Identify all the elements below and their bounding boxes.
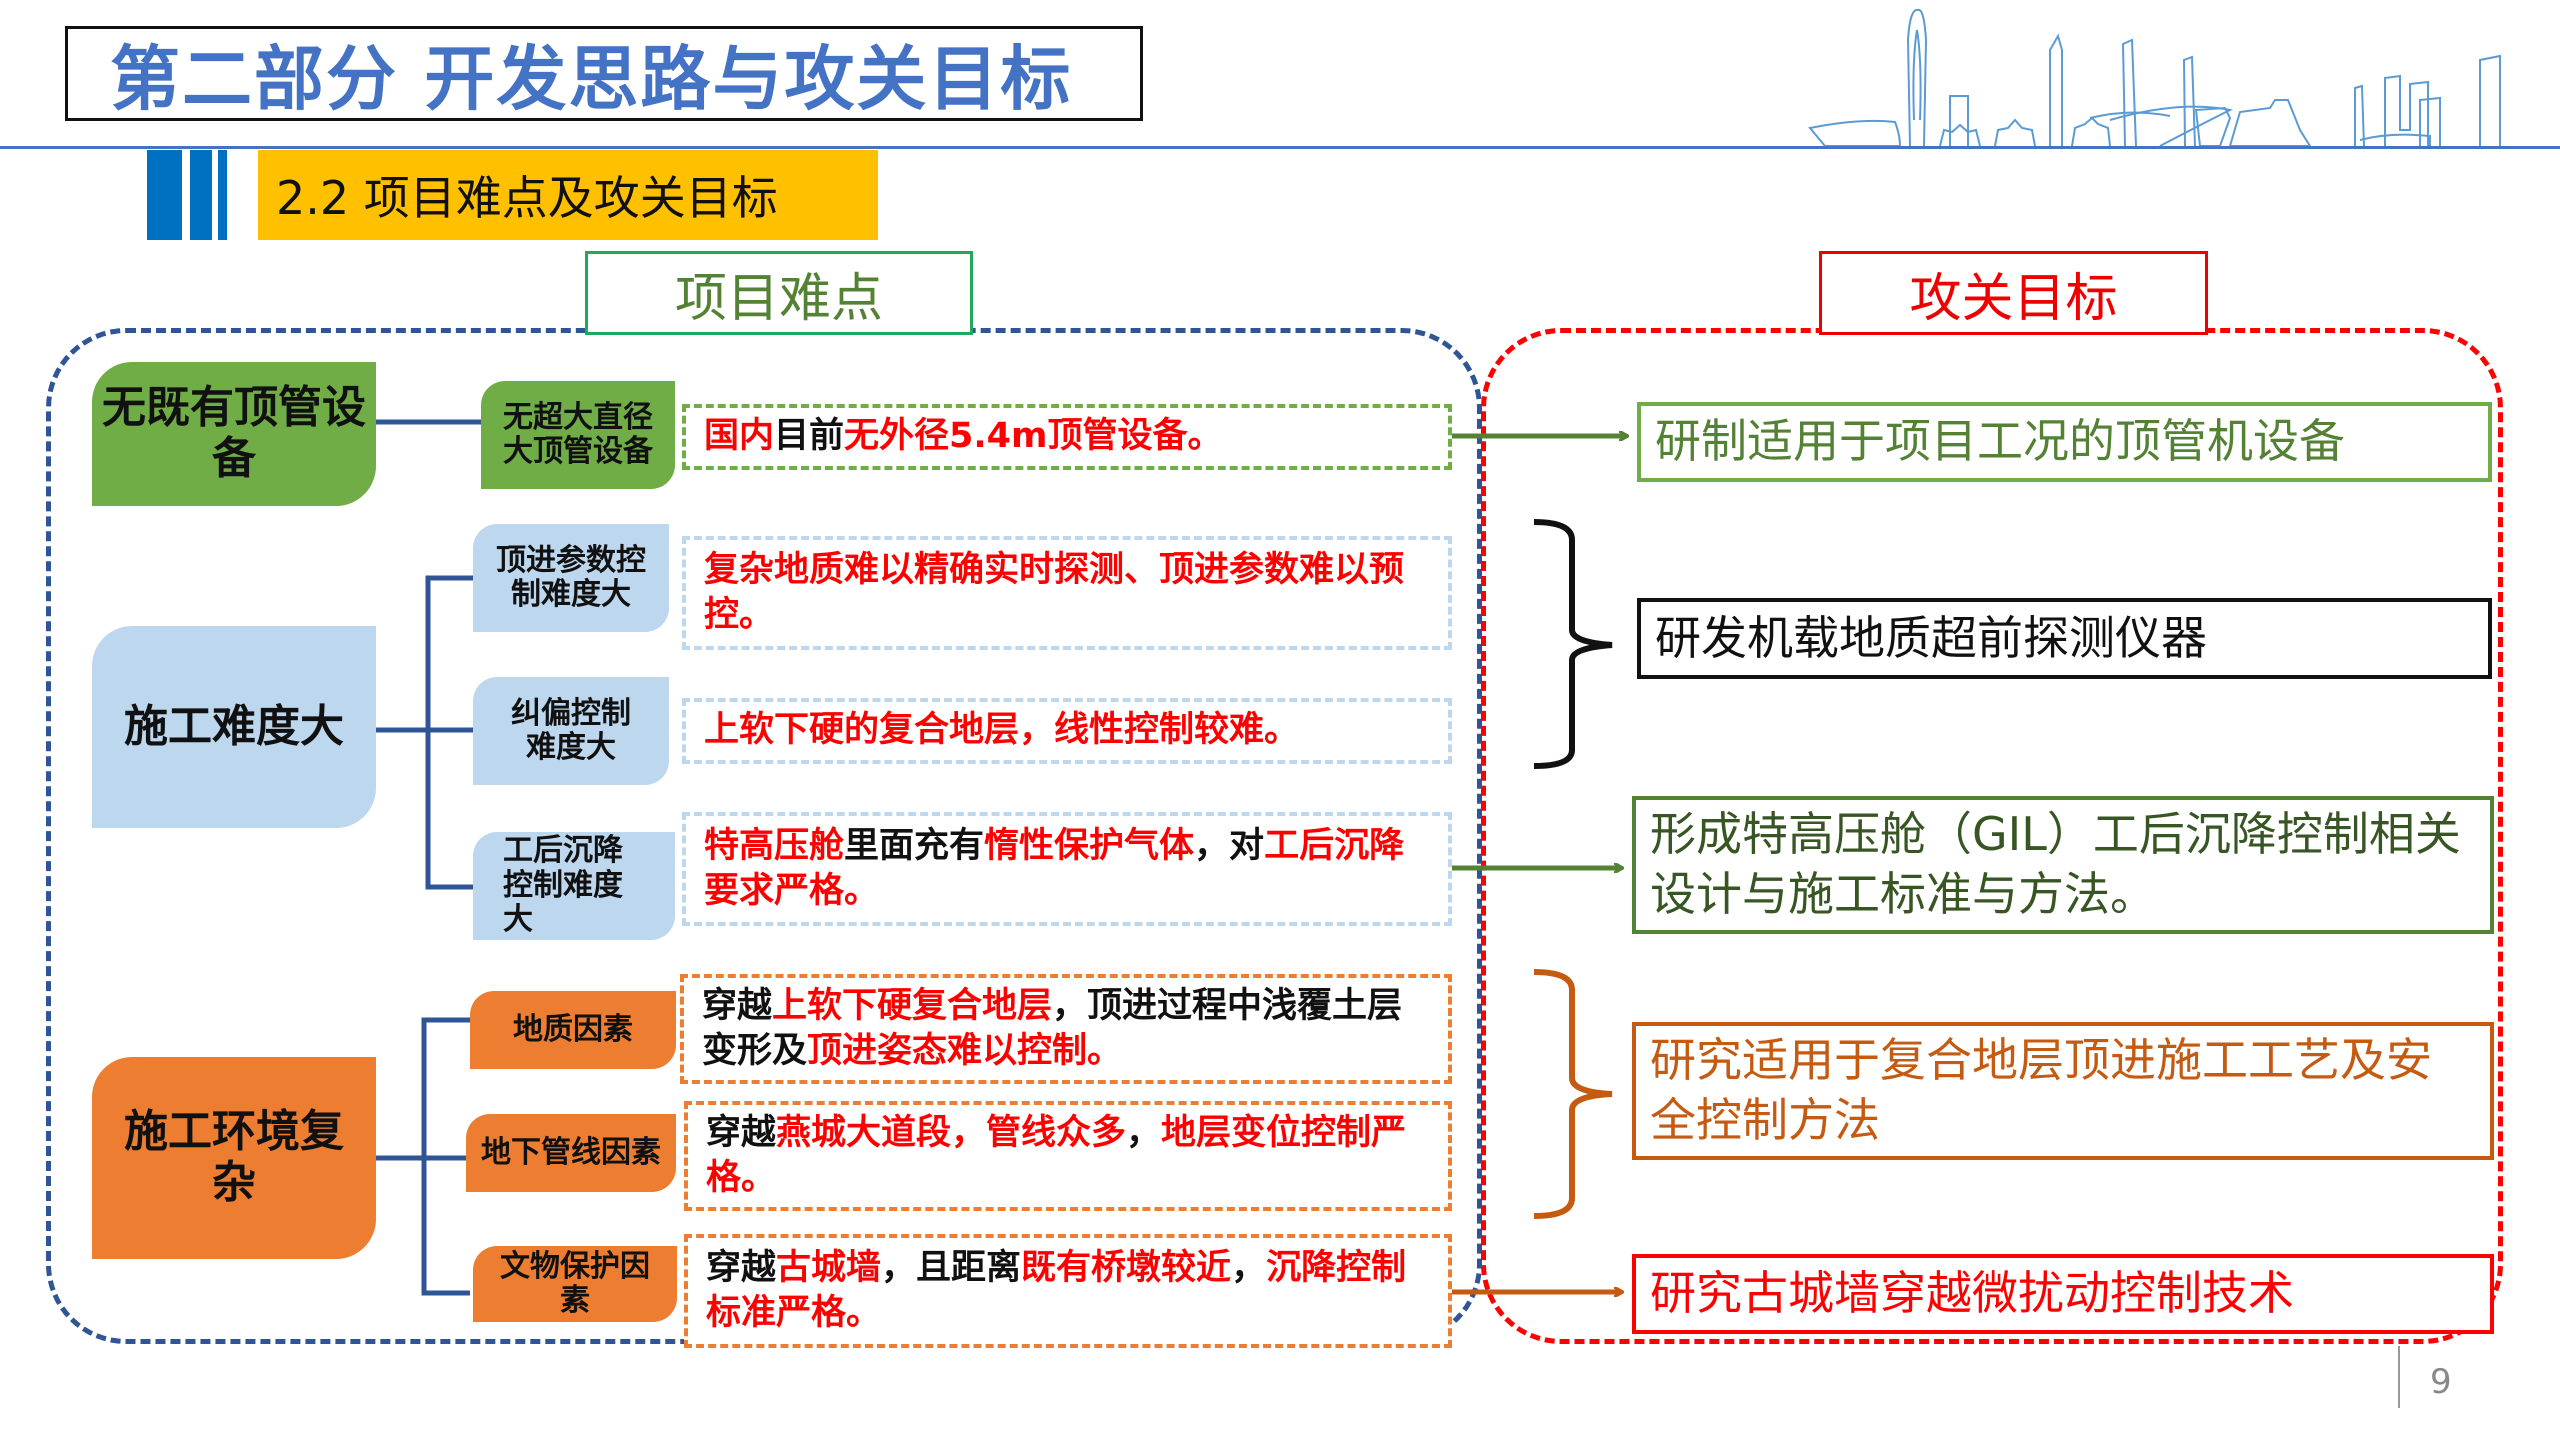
difficulty-category-construction: 施工难度大 bbox=[92, 626, 376, 828]
difficulty-description: 国内目前无外径5.4m顶管设备。 bbox=[682, 404, 1452, 470]
desc-segment: ， bbox=[1231, 1247, 1267, 1288]
goal-item: 形成特高压舱（GIL）工后沉降控制相关设计与施工标准与方法。 bbox=[1632, 796, 2494, 934]
desc-segment: 特高压舱 bbox=[704, 825, 845, 866]
desc-segment: ，且距离 bbox=[881, 1247, 1022, 1288]
desc-segment: 国内 bbox=[704, 416, 775, 457]
item-label: 地下管线因素 bbox=[481, 1134, 661, 1170]
item-label: 地质因素 bbox=[513, 1011, 633, 1047]
difficulty-item: 顶进参数控制难度大 bbox=[473, 524, 669, 632]
goal-text: 研发机载地质超前探测仪器 bbox=[1655, 610, 2207, 665]
difficulty-description: 复杂地质难以精确实时探测、顶进参数难以预控。 bbox=[682, 536, 1452, 650]
desc-segment: 穿越 bbox=[702, 985, 773, 1026]
accent-bar bbox=[147, 150, 182, 240]
goals-label: 攻关目标 bbox=[1819, 251, 2208, 335]
difficulty-description: 穿越上软下硬复合地层，顶进过程中浅覆土层变形及顶进姿态难以控制。 bbox=[680, 974, 1452, 1084]
difficulty-item: 无超大直径大顶管设备 bbox=[481, 381, 675, 489]
desc-segment: 复杂地质难以精确实时探测、顶进参数难以预控。 bbox=[704, 549, 1405, 636]
goal-text: 形成特高压舱（GIL）工后沉降控制相关设计与施工标准与方法。 bbox=[1650, 807, 2461, 921]
goal-text: 研制适用于项目工况的顶管机设备 bbox=[1655, 414, 2345, 469]
accent-bar bbox=[190, 150, 212, 240]
brace-black bbox=[1533, 519, 1613, 769]
desc-segment: ，顶进过程中浅覆土层变形及 bbox=[702, 985, 1403, 1072]
difficulty-description: 特高压舱里面充有惰性保护气体，对工后沉降要求严格。 bbox=[682, 812, 1452, 926]
difficulty-description: 穿越古城墙，且距离既有桥墩较近，沉降控制标准严格。 bbox=[684, 1234, 1452, 1348]
desc-segment: ， bbox=[1126, 1112, 1162, 1153]
difficulty-description: 上软下硬的复合地层，线性控制较难。 bbox=[682, 698, 1452, 764]
header-divider-line bbox=[0, 146, 2560, 149]
city-skyline-illustration bbox=[1808, 8, 2501, 147]
difficulty-description: 穿越燕城大道段，管线众多，地层变位控制严格。 bbox=[684, 1101, 1452, 1211]
goal-item: 研究古城墙穿越微扰动控制技术 bbox=[1632, 1254, 2494, 1334]
difficulty-item: 地质因素 bbox=[470, 991, 676, 1069]
accent-bar bbox=[218, 150, 227, 240]
item-label: 文物保护因素 bbox=[500, 1248, 650, 1318]
brace-orange bbox=[1533, 969, 1613, 1219]
item-label: 纠偏控制难度大 bbox=[511, 695, 631, 765]
desc-segment: 地层变位控制严格。 bbox=[706, 1112, 1407, 1199]
category-label: 施工环境复杂 bbox=[124, 1106, 344, 1208]
desc-segment: 目前 bbox=[774, 416, 845, 457]
desc-segment: 无外径5.4m顶管设备。 bbox=[844, 416, 1223, 457]
difficulty-item: 文物保护因素 bbox=[473, 1246, 677, 1322]
difficulty-category-environment: 施工环境复杂 bbox=[92, 1057, 376, 1259]
difficulty-item: 地下管线因素 bbox=[466, 1114, 676, 1192]
desc-segment: 古城墙 bbox=[776, 1247, 882, 1288]
desc-segment: 穿越 bbox=[706, 1112, 777, 1153]
section-subtitle: 2.2 项目难点及攻关目标 bbox=[276, 171, 778, 225]
goal-item: 研究适用于复合地层顶进施工工艺及安全控制方法 bbox=[1632, 1022, 2494, 1160]
goal-item: 研发机载地质超前探测仪器 bbox=[1637, 598, 2492, 679]
item-label: 工后沉降控制难度大 bbox=[503, 833, 623, 938]
goal-text: 研究适用于复合地层顶进施工工艺及安全控制方法 bbox=[1650, 1033, 2432, 1147]
goal-item: 研制适用于项目工况的顶管机设备 bbox=[1637, 402, 2492, 482]
desc-segment: 既有桥墩较近 bbox=[1021, 1247, 1232, 1288]
difficulty-category-no-equipment: 无既有顶管设备 bbox=[92, 362, 376, 506]
desc-segment: 燕城大道段，管线众多 bbox=[776, 1112, 1127, 1153]
section-subtitle-box: 2.2 项目难点及攻关目标 bbox=[258, 150, 878, 240]
desc-segment: 惰性保护气体 bbox=[984, 825, 1195, 866]
difficulty-item: 纠偏控制难度大 bbox=[473, 677, 669, 785]
goal-text: 研究古城墙穿越微扰动控制技术 bbox=[1650, 1266, 2294, 1321]
desc-segment: 穿越 bbox=[706, 1247, 777, 1288]
category-label: 无既有顶管设备 bbox=[102, 382, 366, 484]
page-number: 9 bbox=[2430, 1362, 2452, 1402]
desc-segment: 沉降控制标准严格。 bbox=[706, 1247, 1407, 1334]
page-title: 第二部分 开发思路与攻关目标 bbox=[110, 38, 1073, 120]
difficulties-label: 项目难点 bbox=[585, 251, 973, 335]
desc-segment: 上软下硬复合地层 bbox=[772, 985, 1053, 1026]
item-label: 顶进参数控制难度大 bbox=[496, 542, 646, 612]
item-label: 无超大直径大顶管设备 bbox=[503, 399, 653, 469]
desc-segment: 里面充有 bbox=[844, 825, 985, 866]
desc-segment: 上软下硬的复合地层，线性控制较难。 bbox=[704, 710, 1300, 751]
difficulty-item: 工后沉降控制难度大 bbox=[473, 832, 675, 940]
title-box: 第二部分 开发思路与攻关目标 bbox=[65, 26, 1143, 121]
desc-segment: 顶进姿态难以控制。 bbox=[807, 1031, 1123, 1071]
category-label: 施工难度大 bbox=[124, 700, 344, 752]
desc-segment: 工后沉降要求严格。 bbox=[704, 825, 1405, 912]
desc-segment: ，对 bbox=[1194, 825, 1265, 866]
page-number-divider bbox=[2398, 1346, 2400, 1408]
